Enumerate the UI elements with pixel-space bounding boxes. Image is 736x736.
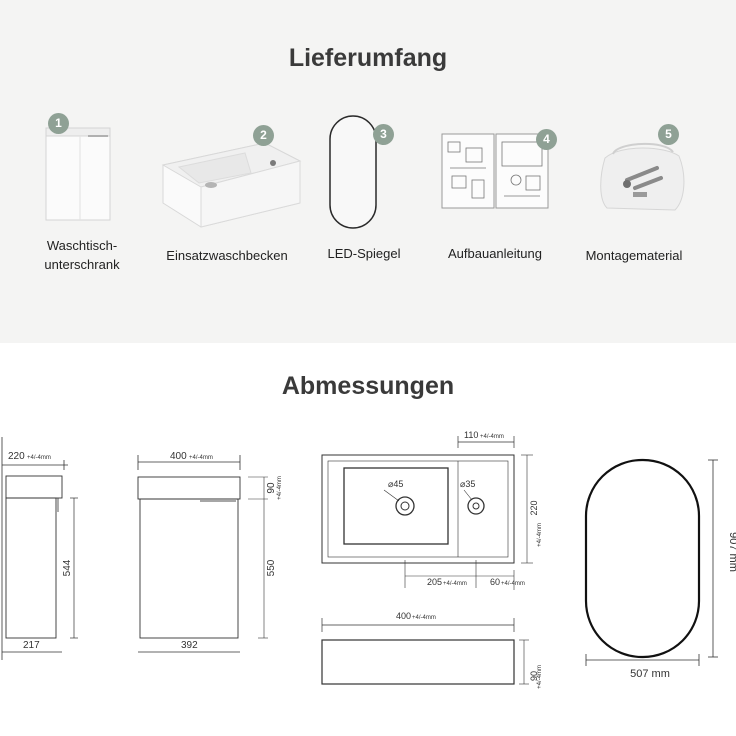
scope-title: Lieferumfang (288, 44, 448, 72)
cabinet-side-depth-top-tolerance: +4/-4mm (27, 455, 51, 461)
item-1-label: Waschtisch- unterschrank (44, 238, 120, 272)
basin-depth: 220 (529, 500, 539, 515)
item-3-number-badge: 3 (373, 124, 394, 145)
cabinet-front-width-top: 400 (170, 451, 187, 462)
cabinet-front-height: 550 (266, 559, 277, 576)
basin-tap-offset: 110 (464, 430, 478, 440)
item-3-label: LED-Spiegel (327, 246, 401, 261)
item-4-label: Aufbauanleitung (448, 246, 542, 261)
mirror-height: 907 mm (727, 532, 736, 572)
basin-drain-position: 205 (427, 577, 442, 587)
basin-tap-diameter: ⌀35 (460, 479, 475, 489)
manual-icon (441, 133, 549, 209)
basin-front-width-tolerance: +4/-4mm (412, 615, 436, 621)
basin-tap-offset-tolerance: +4/-4mm (480, 434, 504, 440)
basin-tap-position-tolerance: +4/-4mm (501, 581, 525, 587)
basin-front-drawing (321, 618, 529, 685)
item-1-number-badge: 1 (48, 113, 69, 134)
item-5-number-badge: 5 (658, 124, 679, 145)
basin-depth-tolerance: +4/-4mm (537, 523, 543, 547)
basin-tap-position: 60 (490, 577, 500, 587)
item-2-label: Einsatzwaschbecken (166, 248, 288, 263)
item-4-number-badge: 4 (536, 129, 557, 150)
cabinet-side-depth-top: 220 (8, 451, 25, 462)
cabinet-front-drawing (137, 455, 268, 653)
mirror-drawing (584, 458, 718, 666)
cabinet-front-top-height-tolerance: +4/-4mm (277, 476, 283, 500)
dimensions-title: Abmessungen (281, 372, 455, 400)
cabinet-side-height: 544 (62, 559, 73, 576)
cabinet-icon (45, 127, 111, 221)
cabinet-front-top-height: 90 (266, 482, 277, 494)
basin-top-drawing (321, 436, 533, 590)
basin-drain-position-tolerance: +4/-4mm (443, 581, 467, 587)
basin-front-height: 90 (529, 671, 539, 681)
cabinet-front-width-bottom: 392 (181, 640, 198, 651)
cabinet-side-drawing (1, 437, 78, 660)
item-5-label: Montagematerial (585, 248, 683, 263)
mirror-icon (329, 115, 377, 229)
basin-front-width: 400 (396, 611, 411, 621)
basin-icon (161, 142, 302, 228)
cabinet-front-width-top-tolerance: +4/-4mm (189, 455, 213, 461)
hardware-bag-icon (600, 142, 685, 211)
cabinet-side-depth-bottom: 217 (23, 640, 40, 651)
basin-front-height-tolerance: +4/-4mm (537, 665, 543, 689)
mirror-width: 507 mm (630, 668, 670, 680)
item-2-number-badge: 2 (253, 125, 274, 146)
basin-drain-diameter: ⌀45 (388, 479, 403, 489)
